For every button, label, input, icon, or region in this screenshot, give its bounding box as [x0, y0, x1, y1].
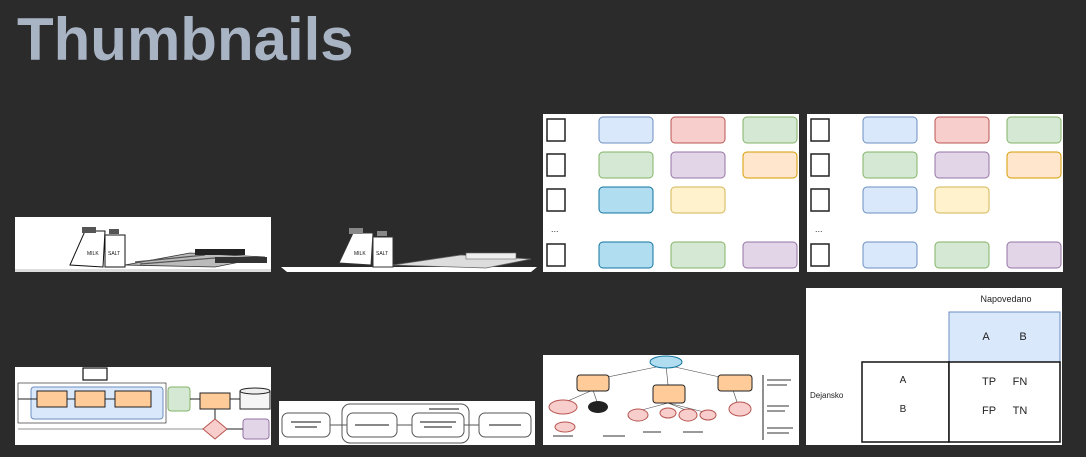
- thumbnail-confusion-matrix[interactable]: Napovedano A B Dejansko A B TP FN FP TN: [806, 288, 1062, 445]
- svg-text:SALT: SALT: [376, 251, 388, 257]
- thumbnail-flowchart[interactable]: [15, 367, 271, 445]
- mind-map-diagram: [548, 355, 793, 440]
- predicted-label: Napovedano: [980, 294, 1031, 304]
- category-grid-diagram: ...: [546, 116, 798, 269]
- milk-salt-illustration: MILK SALT: [281, 228, 537, 272]
- thumbnail-category-grid-b[interactable]: ...: [807, 114, 1063, 272]
- thumbnail-mind-map[interactable]: [543, 355, 799, 445]
- svg-text:...: ...: [815, 224, 823, 234]
- col-b-label: B: [1019, 331, 1026, 343]
- svg-text:SALT: SALT: [108, 251, 120, 257]
- tn-cell: TN: [1013, 405, 1028, 417]
- svg-text:MILK: MILK: [354, 251, 366, 257]
- category-grid-diagram: ...: [810, 116, 1062, 269]
- thumbnail-milk-salt-white[interactable]: MILK SALT: [15, 217, 271, 272]
- actual-label: Dejansko: [810, 391, 844, 400]
- thumbnail-category-grid-a[interactable]: ...: [543, 114, 799, 272]
- svg-text:...: ...: [551, 224, 559, 234]
- fp-cell: FP: [982, 405, 996, 417]
- thumbnail-process-chain[interactable]: [279, 401, 535, 445]
- row-b-label: B: [900, 404, 907, 415]
- svg-text:MILK: MILK: [87, 251, 99, 257]
- flowchart-diagram: [17, 367, 271, 440]
- page-title: Thumbnails: [17, 6, 354, 73]
- col-a-label: A: [982, 331, 990, 343]
- milk-salt-illustration: MILK SALT: [15, 227, 271, 272]
- process-chain-diagram: [281, 403, 532, 444]
- tp-cell: TP: [982, 376, 996, 388]
- confusion-matrix-diagram: Napovedano A B Dejansko A B TP FN FP TN: [810, 294, 1061, 443]
- thumbnail-milk-salt-dark[interactable]: MILK SALT: [281, 217, 537, 272]
- row-a-label: A: [900, 375, 907, 386]
- fn-cell: FN: [1013, 376, 1028, 388]
